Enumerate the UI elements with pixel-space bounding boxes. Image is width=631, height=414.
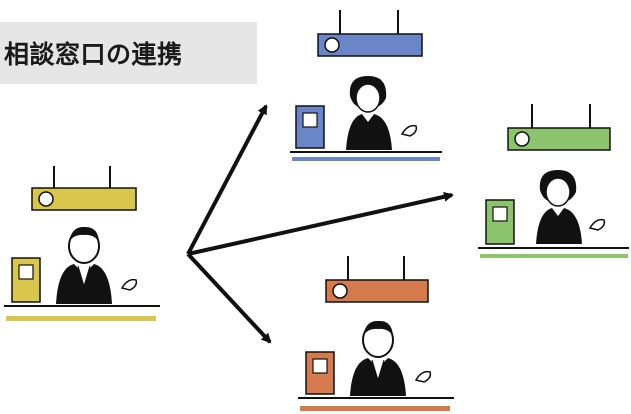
desk-bottom bbox=[296, 250, 456, 414]
desk-right bbox=[476, 96, 631, 266]
arrow-to-top-desk bbox=[186, 104, 268, 255]
desk-top bbox=[286, 6, 446, 166]
consultation-counter-woman bbox=[478, 104, 629, 258]
desk-center bbox=[2, 162, 162, 327]
arrow-to-bottom-desk bbox=[186, 252, 272, 344]
consultation-counter-man bbox=[4, 166, 160, 321]
title-banner: 相談窓口の連携 bbox=[0, 22, 257, 84]
consultation-counter-woman bbox=[290, 10, 442, 161]
consultation-counter-man bbox=[298, 256, 454, 411]
arrow-to-right-desk bbox=[187, 191, 454, 256]
diagram-title: 相談窓口の連携 bbox=[4, 40, 183, 69]
